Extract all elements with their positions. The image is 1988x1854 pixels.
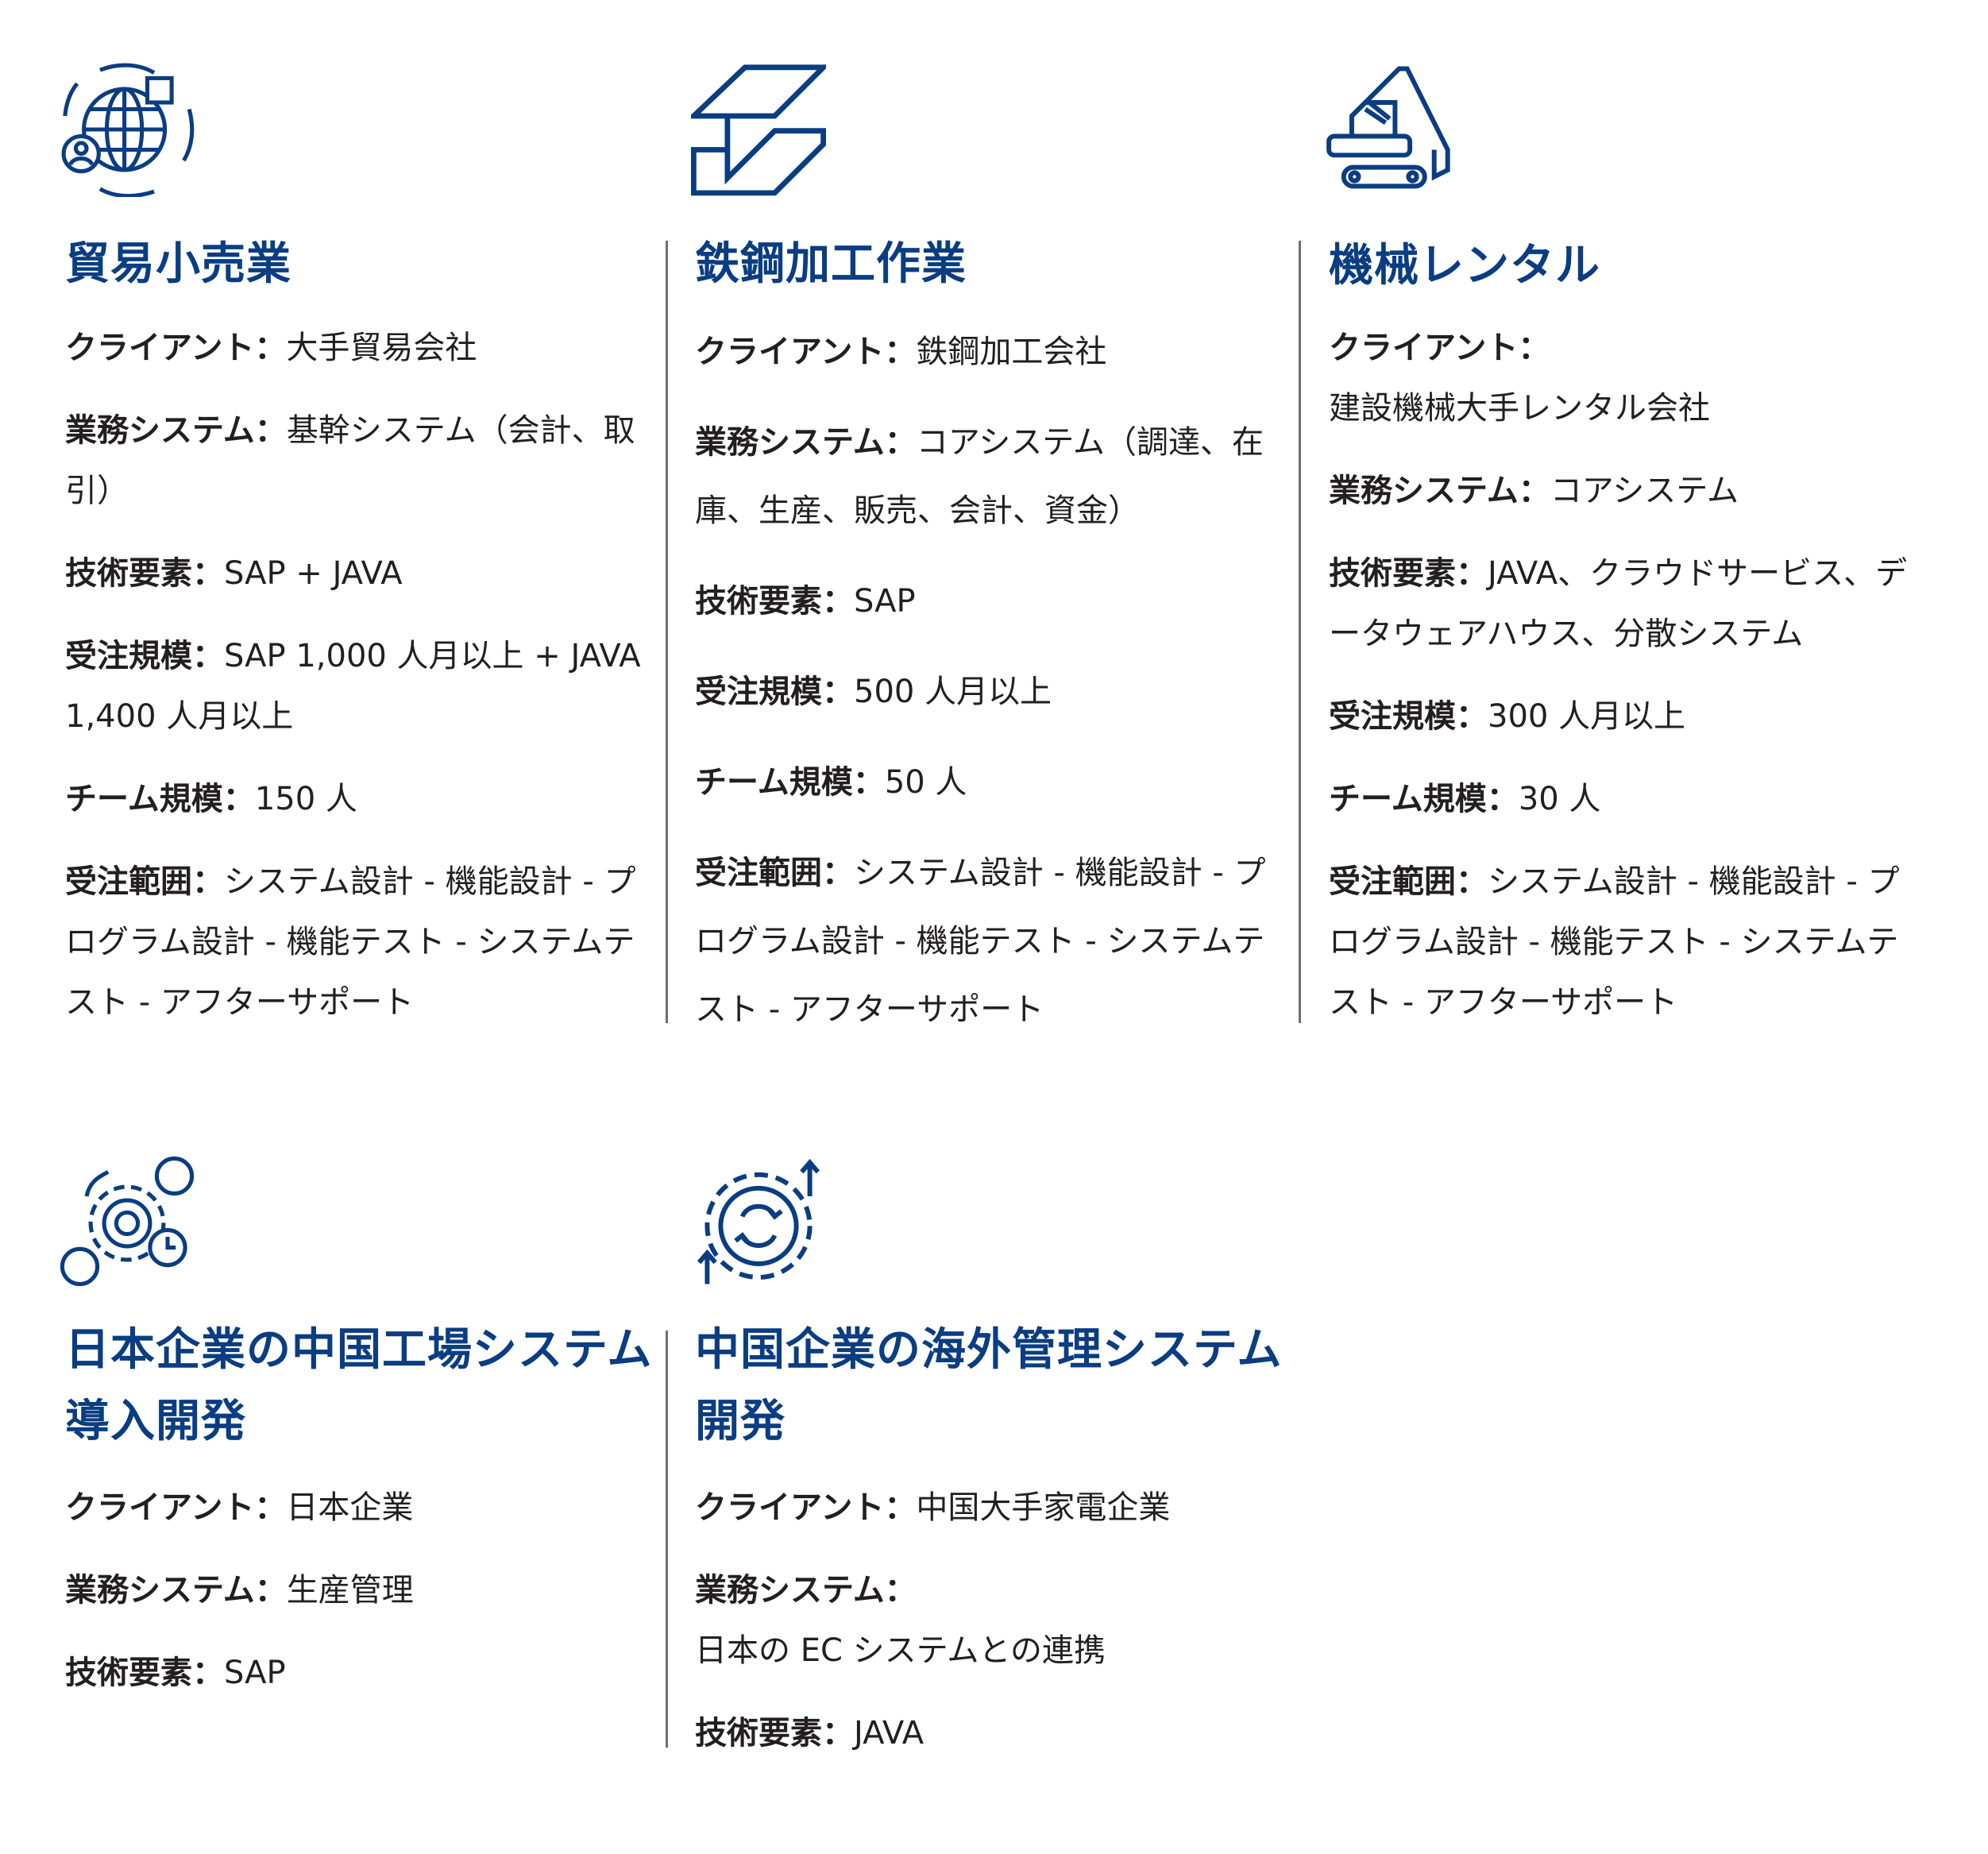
detail-system: 業務システム：基幹システム（会計、取引） xyxy=(65,412,635,509)
section-details: クライアント：大手貿易会社 業務システム：基幹システム（会計、取引） 技術要素：… xyxy=(65,318,653,1055)
detail-scope: 受注範囲：システム設計 - 機能設計 - プログラム設計 - 機能テスト - シ… xyxy=(65,863,636,1021)
detail-tech: 技術要素：SAP xyxy=(695,583,916,620)
section-details: クライアント：中国大手家電企業 業務システム：日本の EC システムとの連携 技… xyxy=(695,1477,1283,1786)
detail-tech: 技術要素：JAVA xyxy=(695,1715,925,1752)
detail-system: 業務システム：日本の EC システムとの連携 xyxy=(695,1572,1106,1669)
detail-system: 業務システム：コアシステム xyxy=(1329,473,1739,509)
excavator-icon xyxy=(1325,62,1460,197)
detail-system: 業務システム：生産管理 xyxy=(65,1572,414,1609)
detail-scale: 受注規模：SAP 1,000 人月以上 + JAVA 1,400 人月以上 xyxy=(65,638,641,735)
detail-team: チーム規模：30 人 xyxy=(1329,781,1601,817)
section-title: 機械レンタル xyxy=(1329,240,1600,292)
globe-logistics-icon xyxy=(60,62,195,199)
section-title: 貿易小売業 xyxy=(65,238,291,290)
detail-tech: 技術要素：JAVA、クラウドサービス、データウェアハウス、分散システム xyxy=(1329,555,1908,652)
detail-client: クライアント：鉄鋼加工会社 xyxy=(695,334,1107,370)
section-title: 鉄鋼加工作業 xyxy=(695,238,967,290)
section-title: 中国企業の海外管理システム開発 xyxy=(695,1324,1283,1447)
section-details: クライアント：鉄鋼加工会社 業務システム：コアシステム（調達、在庫、生産、販売、… xyxy=(695,318,1283,1066)
detail-system: 業務システム：コアシステム（調達、在庫、生産、販売、会計、資金） xyxy=(695,424,1264,529)
section-details: クライアント：日本企業 業務システム：生産管理 技術要素：SAP xyxy=(65,1477,653,1725)
detail-tech: 技術要素：SAP xyxy=(65,1655,286,1691)
section-title: 日本企業の中国工場システム導入開発 xyxy=(65,1324,653,1447)
gear-cubes-icon xyxy=(60,1156,195,1291)
detail-team: チーム規模：50 人 xyxy=(695,764,967,801)
detail-client: クライアント：日本企業 xyxy=(65,1489,414,1526)
detail-client: クライアント：建設機械大手レンタル会社 xyxy=(1329,330,1710,427)
detail-client: クライアント：中国大手家電企業 xyxy=(695,1489,1171,1526)
steel-beam-icon xyxy=(686,62,830,197)
column-divider xyxy=(666,1331,668,1748)
detail-scale: 受注規模：500 人月以上 xyxy=(695,674,1052,710)
detail-tech: 技術要素：SAP + JAVA xyxy=(65,555,403,592)
detail-client: クライアント：大手貿易会社 xyxy=(65,330,477,366)
detail-scope: 受注範囲：システム設計 - 機能設計 - プログラム設計 - 機能テスト - シ… xyxy=(695,855,1266,1028)
column-divider xyxy=(666,241,668,1023)
detail-scope: 受注範囲：システム設計 - 機能設計 - プログラム設計 - 機能テスト - シ… xyxy=(1329,863,1900,1021)
gear-exchange-icon xyxy=(691,1156,826,1291)
detail-team: チーム規模：150 人 xyxy=(65,781,357,817)
detail-scale: 受注規模：300 人月以上 xyxy=(1329,698,1686,735)
column-divider xyxy=(1299,241,1301,1023)
section-details: クライアント：建設機械大手レンタル会社 業務システム：コアシステム 技術要素：J… xyxy=(1329,318,1917,1055)
